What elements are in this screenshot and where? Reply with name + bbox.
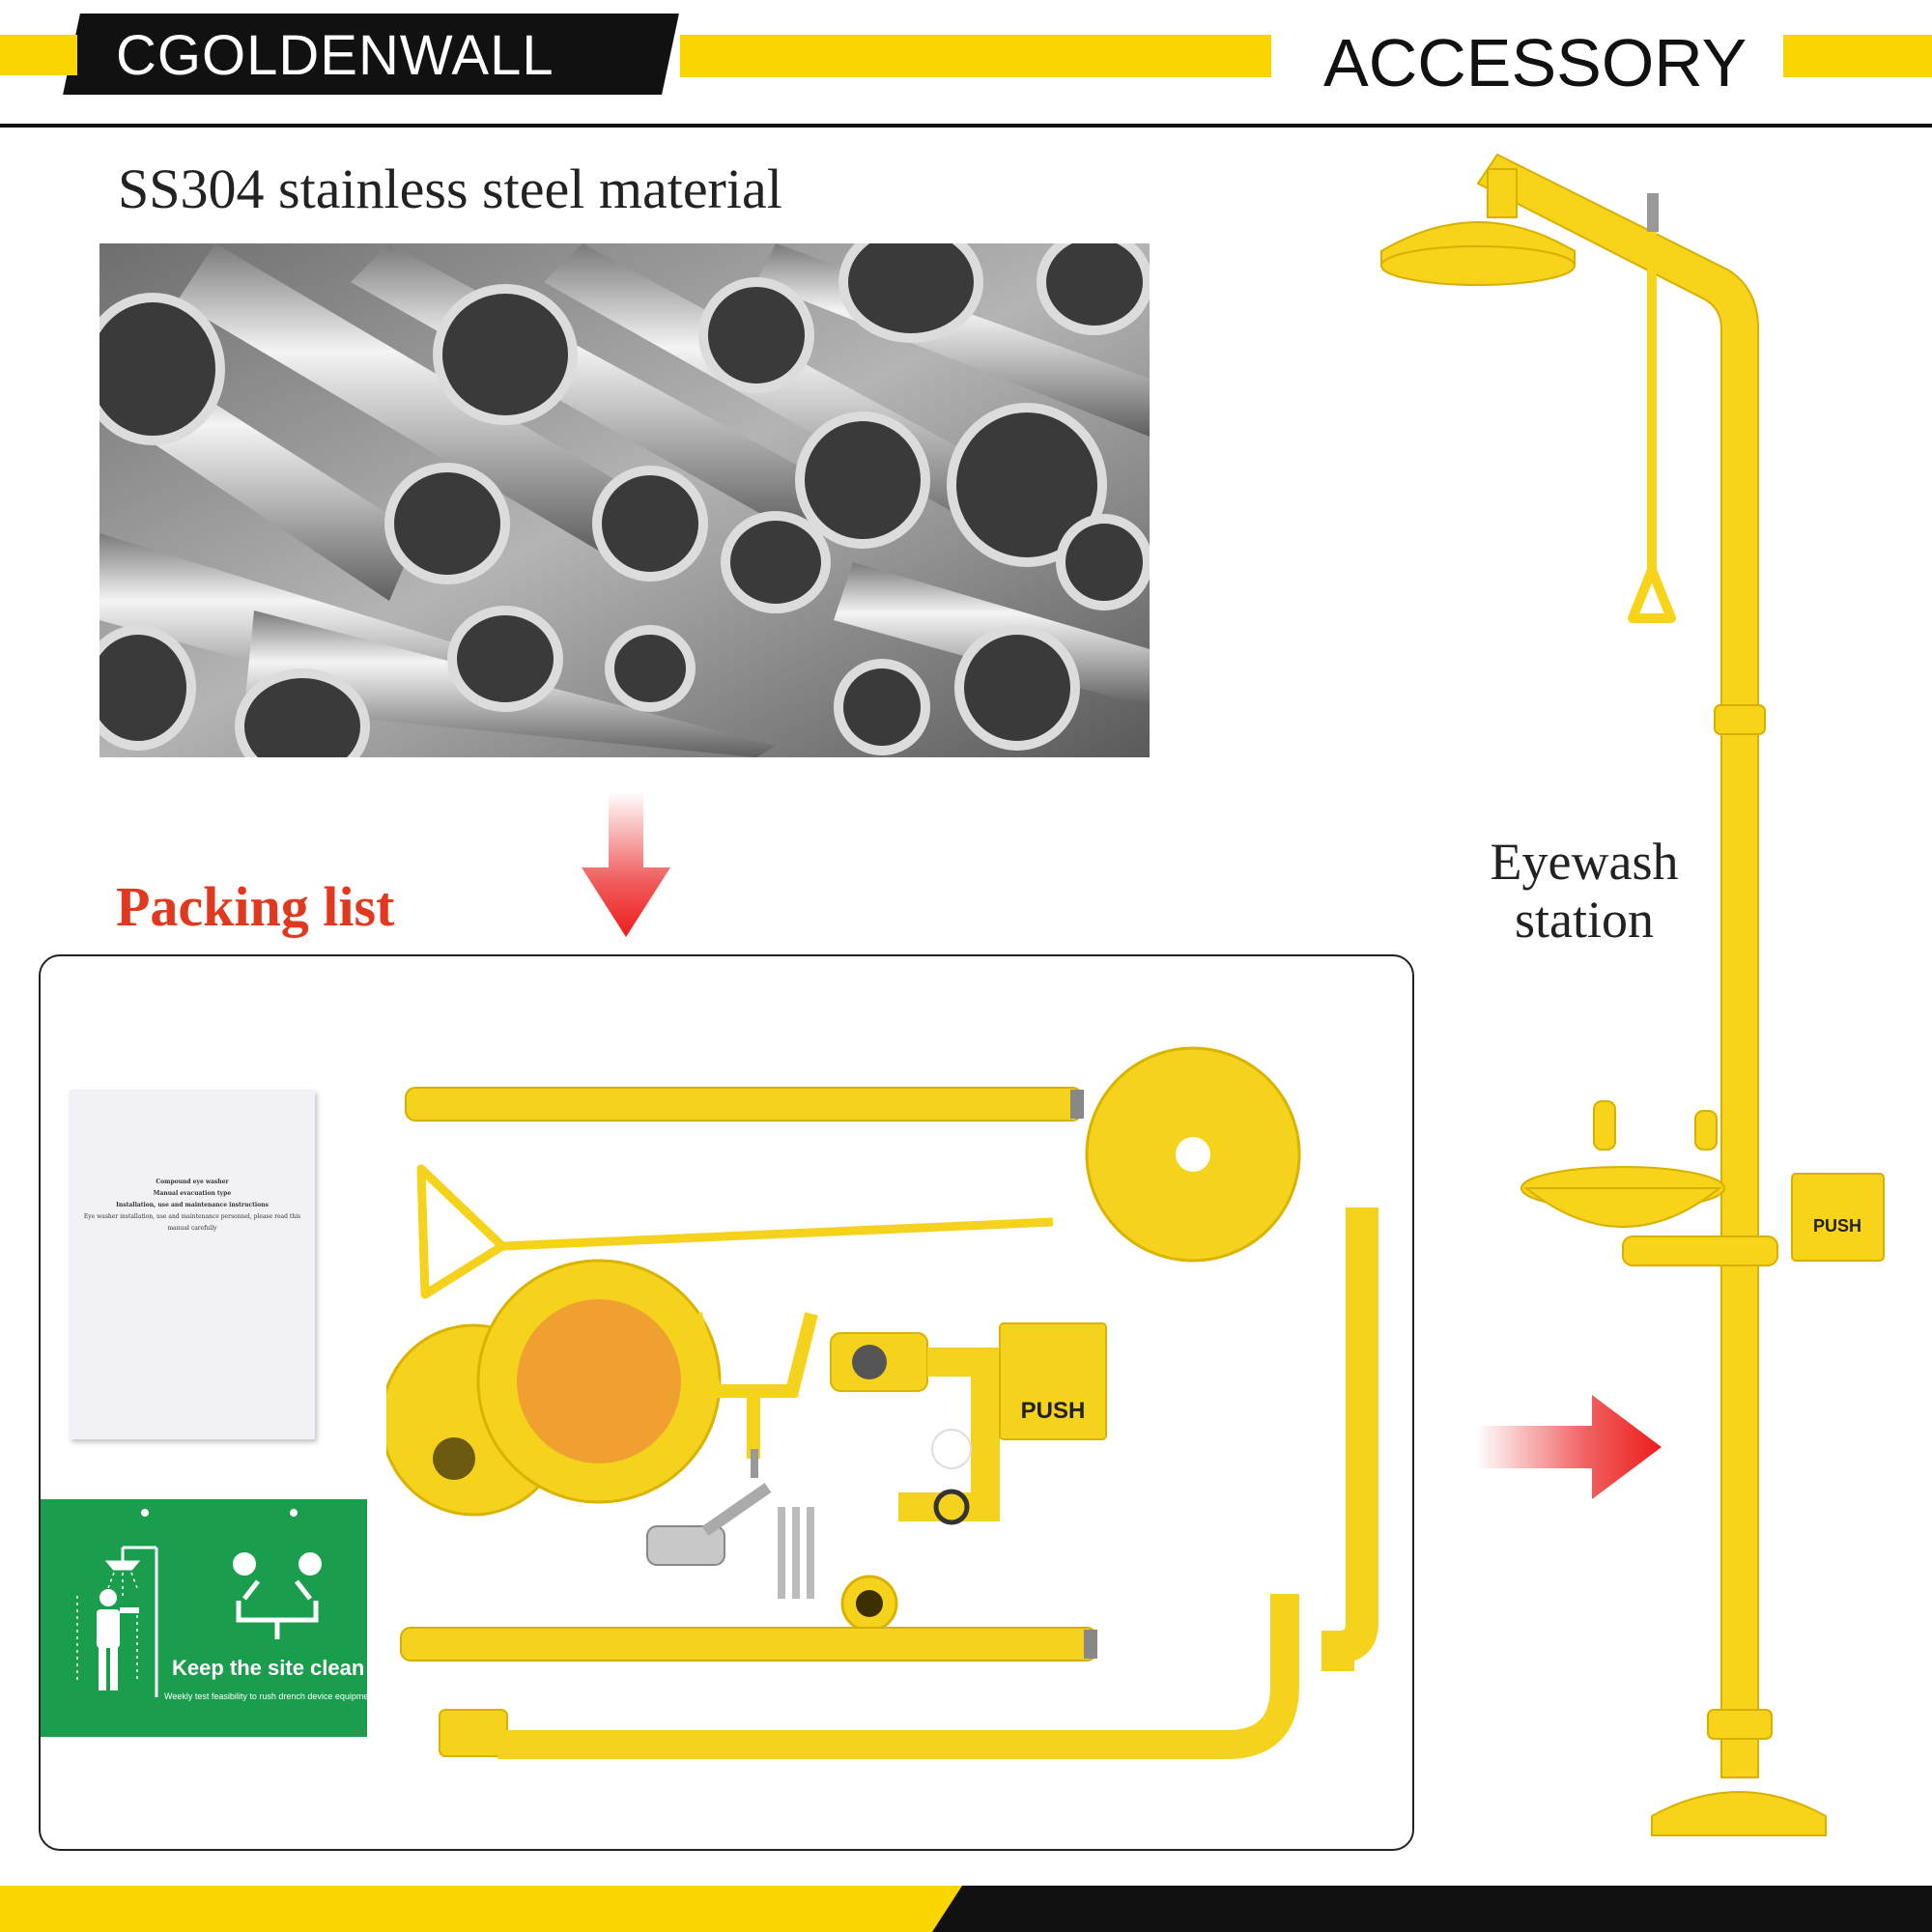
eyewash-icon: [233, 1552, 322, 1639]
product-label-line1: Eyewash: [1490, 833, 1679, 891]
push-label-product: PUSH: [1813, 1216, 1861, 1236]
header-stripe-left: [0, 35, 77, 75]
product-label-line2: station: [1515, 891, 1654, 949]
arrow-down-icon: [582, 792, 670, 937]
product-label: Eyewash station: [1449, 833, 1719, 949]
tee-fitting: [439, 1709, 508, 1757]
steel-tubes-photo: [99, 243, 1150, 757]
washers: [931, 1429, 972, 1525]
shower-person-icon: [76, 1546, 158, 1697]
shower-head-part: [1085, 1046, 1301, 1263]
manual-line: manual carefully: [167, 1225, 217, 1232]
sign-caption: Keep the site clean: [172, 1656, 365, 1680]
vertical-pipe-right: [1321, 1208, 1378, 1671]
sign-dot: [290, 1509, 298, 1517]
eyewash-station-illustration: PUSH: [1380, 153, 1885, 1836]
sign-dot: [141, 1509, 149, 1517]
elbow-pipe: [497, 1594, 1299, 1759]
push-plate-part: PUSH: [999, 1322, 1107, 1440]
manual-line: Manual evacuation type: [153, 1190, 232, 1197]
valve-part: [830, 1332, 1000, 1633]
header-stripe-right: [1783, 35, 1932, 77]
pipe-long-top: [405, 1087, 1084, 1122]
safety-sign: [41, 1499, 367, 1737]
instruction-manual: Compound eye washer Manual evacuation ty…: [70, 1090, 315, 1439]
footer-stripe-yellow: [0, 1886, 966, 1932]
bolts: [778, 1507, 814, 1599]
ball-valve: [646, 1483, 772, 1566]
packing-list-title: Packing list: [116, 875, 395, 938]
packing-list-panel: [39, 954, 1414, 1851]
pull-handle: [416, 1164, 1054, 1299]
section-title: ACCESSORY: [1323, 25, 1747, 100]
sign-subtext: Weekly test feasibility to rush drench d…: [164, 1691, 376, 1701]
manual-line: Compound eye washer: [156, 1179, 229, 1185]
push-label-packed: PUSH: [1021, 1398, 1086, 1424]
footer-stripe-black: [932, 1886, 1932, 1932]
packed-parts-illustration: PUSH: [386, 1046, 1378, 1759]
material-title: SS304 stainless steel material: [118, 157, 782, 220]
manual-line: Installation, use and maintenance instru…: [116, 1202, 269, 1208]
header-rule: [0, 124, 1932, 128]
eyewash-nozzle-part: [689, 1312, 818, 1459]
pipe-long-bottom: [400, 1627, 1097, 1662]
eyewash-bowl-part: [476, 1259, 722, 1504]
arrow-right-icon: [1476, 1395, 1662, 1499]
manual-line: Eye washer installation, use and mainten…: [83, 1213, 301, 1220]
brand-name: CGOLDENWALL: [116, 24, 554, 87]
header-stripe-middle: [680, 35, 1271, 77]
